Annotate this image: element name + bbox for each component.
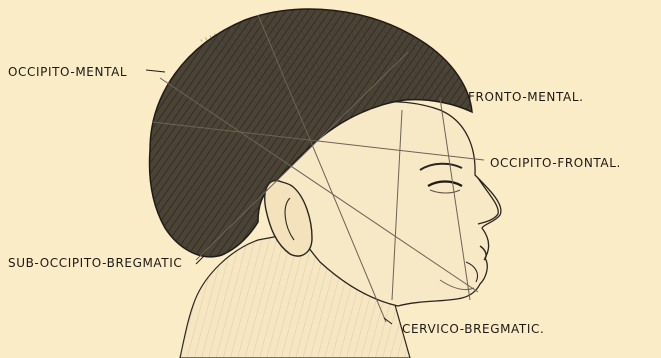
label-sub-occipito-bregmatic: SUB-OCCIPITO-BREGMATIC — [8, 256, 182, 270]
label-occipito-mental: OCCIPITO-MENTAL — [8, 65, 127, 79]
label-fronto-mental: FRONTO-MENTAL. — [468, 90, 584, 104]
label-occipito-frontal: OCCIPITO-FRONTAL. — [490, 156, 621, 170]
label-cervico-bregmatic: CERVICO-BREGMATIC. — [402, 322, 544, 336]
